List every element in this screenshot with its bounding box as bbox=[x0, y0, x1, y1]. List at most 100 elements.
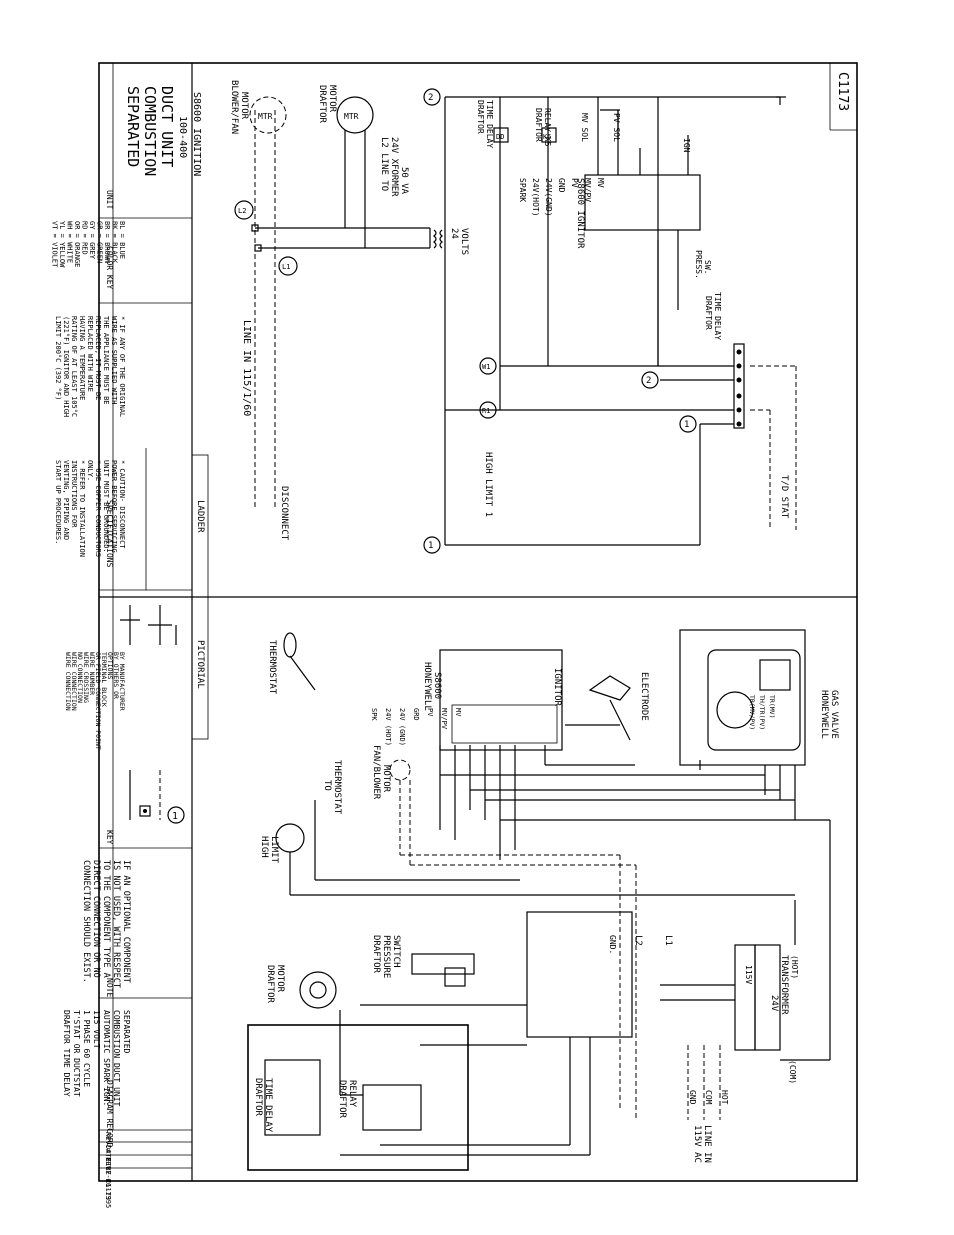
ladder-draftor-td-1: DRAFTOR bbox=[704, 296, 713, 330]
svg-text:2: 2 bbox=[428, 93, 433, 103]
record-line-3: 115 VOLT bbox=[92, 1010, 101, 1049]
key-entry-7: NO CONNECTION bbox=[76, 652, 84, 703]
pict-fan-motor-2: MOTOR bbox=[381, 765, 391, 793]
pict-high-limit-1: HIGH bbox=[259, 836, 269, 858]
pict-strip-l1: L1 bbox=[663, 935, 673, 946]
key-entry-3: TERMINAL BLOCK bbox=[100, 652, 108, 707]
ladder-disconnect: DISCONNECT bbox=[279, 486, 289, 541]
pict-transformer-1: 24V bbox=[769, 995, 779, 1012]
pict-line-in-2: LINE IN bbox=[702, 1125, 712, 1163]
pict-s8600-term-4: 24V (GND) bbox=[398, 708, 406, 746]
ladder-td-stat: T/D STAT bbox=[779, 475, 789, 519]
ladder-blower-motor-2: MOTOR bbox=[239, 92, 249, 120]
color-key-entry-6: OR = ORANGE bbox=[73, 221, 81, 267]
ladder-ign-term-0: MV bbox=[596, 178, 605, 188]
record-line-4: 1 PHASE 60 CYCLE bbox=[82, 1010, 91, 1087]
pict-fan-motor-1: FAN/BLOWER bbox=[371, 745, 381, 800]
ladder-draftor-motor-2: MOTOR bbox=[327, 85, 337, 113]
ladder-press-sw-1: PRESS. bbox=[694, 250, 703, 279]
ladder-relay-1: DRAFTOR bbox=[534, 108, 543, 142]
spec-right-line-5: HAVING A TEMPERATURE bbox=[78, 316, 86, 400]
ladder-ign-term-5: 24V(HOT) bbox=[531, 178, 540, 217]
pict-to-thermostat-1: TO bbox=[322, 780, 332, 791]
color-key-entry-3: GR = GREEN bbox=[96, 221, 104, 263]
spec-left-line-0: * CAUTION- DISCONNECT bbox=[118, 460, 126, 549]
key-entry-8: WIRE CONNECTION bbox=[70, 652, 78, 711]
draftor-motor-mtr: MTR bbox=[344, 112, 359, 121]
ladder-xformer-2: 24V XFORMER bbox=[389, 137, 399, 197]
pict-to-thermostat-2: THERMOSTAT bbox=[332, 760, 342, 815]
ladder-volts-1: 24 bbox=[449, 228, 459, 239]
key-entry-9: WIRE CONNECTION bbox=[64, 652, 72, 711]
ladder-ign-term-2: PV bbox=[570, 178, 579, 188]
ladder-ign-term-4: 24V(GND) bbox=[544, 178, 553, 217]
key-entry-4: OR FIELD CONNECTION POINT bbox=[94, 652, 102, 750]
ladder-blower-motor-1: BLOWER/FAN bbox=[229, 80, 239, 134]
specifications-label: SPECIFICATIONS bbox=[105, 500, 114, 568]
pict-s8600-term-1: MV/PV bbox=[440, 708, 448, 730]
color-key-entry-4: GY = GREY bbox=[88, 221, 96, 260]
ladder-mv-sol: MV SOL bbox=[580, 113, 589, 142]
pict-transformer-hot: (HOT) bbox=[790, 955, 799, 979]
spec-left-line-7: VENTING, PIPING AND bbox=[62, 460, 70, 540]
key-entry-5: WIRE NUMBER bbox=[88, 652, 96, 695]
svg-text:L2: L2 bbox=[238, 207, 246, 215]
spec-right-line-2: THE APPLIANCE MUST BE bbox=[102, 316, 110, 405]
ladder-diagram: L2 L1 MTR MTR 2 1 DD K5 bbox=[229, 80, 797, 554]
pict-s8600-1: HONEYWELL bbox=[422, 662, 432, 711]
ladder-volts-2: VOLTS bbox=[459, 228, 469, 255]
ladder-label: LADDER bbox=[195, 500, 205, 533]
pict-pressure-switch-2: PRESSURE bbox=[381, 935, 391, 978]
pict-hot: HOT bbox=[720, 1090, 729, 1105]
ladder-ign-term-3: GND bbox=[557, 178, 566, 193]
ladder-draftor-td-2: TIME DELAY bbox=[713, 292, 722, 340]
pict-draftor-relay-2: RELAY bbox=[347, 1080, 357, 1108]
ladder-ignitor: S8600 IGNITOR bbox=[575, 178, 585, 249]
pict-s8600-term-5: 24V (HOT) bbox=[384, 708, 392, 746]
color-key-entry-2: BR = BROWN bbox=[103, 221, 111, 263]
pict-strip-gnd: GND. bbox=[608, 935, 617, 954]
unit-label: UNIT bbox=[105, 190, 114, 209]
unit-title-1: SEPARATED bbox=[124, 86, 142, 167]
color-key-entry-7: WH = WHITE bbox=[66, 221, 74, 263]
svg-text:1: 1 bbox=[684, 420, 689, 430]
pict-transformer-com: (COM) bbox=[788, 1060, 797, 1084]
ladder-time-delay-1: DRAFTOR bbox=[476, 100, 485, 134]
pict-gv-term-1: TH/TR(PV) bbox=[758, 695, 766, 730]
key-entry-2: OPTIONS bbox=[106, 652, 114, 679]
key-entry-0: BY MANUFACTURER bbox=[118, 652, 126, 711]
color-key-entry-5: RD = RED bbox=[81, 221, 89, 255]
record-line-1: COMBUSTION DUCT UNIT bbox=[112, 1010, 121, 1107]
ladder-press-sw-2: SW. bbox=[703, 260, 712, 274]
ladder-pv-sol: PV SOL bbox=[612, 113, 621, 142]
spec-right-line-8: LIMIT 200°C (392 °F) bbox=[54, 316, 62, 400]
svg-text:R1: R1 bbox=[482, 407, 490, 415]
pict-gv-term-2: TR(MV/PV) bbox=[748, 695, 756, 730]
spec-right-line-6: RATING OF AT LEAST 105°C bbox=[70, 316, 78, 417]
spec-right-line-3: REPLACED, IT MUST BE bbox=[94, 316, 102, 400]
pict-pressure-switch-3: SWITCH bbox=[391, 935, 401, 968]
pict-draftor-relay-1: DRAFTOR bbox=[337, 1080, 347, 1119]
pict-draftor-motor-2: MOTOR bbox=[275, 965, 285, 993]
pict-gnd: GND bbox=[688, 1090, 697, 1105]
pict-s8600-term-0: MV bbox=[454, 708, 462, 717]
pict-time-delay-1: DRAFTOR bbox=[253, 1078, 263, 1117]
svg-text:DD: DD bbox=[496, 133, 504, 141]
record-line-6: DRAFTOR TIME DELAY bbox=[62, 1010, 71, 1097]
ladder-high-limit: HIGH LIMIT 1 bbox=[483, 452, 493, 517]
spec-left-line-4: ONLY. bbox=[86, 460, 94, 481]
drawing-number: C1173 bbox=[835, 72, 850, 111]
ladder-ign-term-1: MV/PV bbox=[583, 178, 592, 202]
pict-strip-l2: L2 bbox=[633, 935, 643, 946]
svg-text:L1: L1 bbox=[282, 263, 290, 271]
key-label: KEY bbox=[105, 830, 114, 845]
spec-left-line-6: INSTRUCTIONS FOR bbox=[70, 460, 78, 528]
svg-text:1: 1 bbox=[428, 541, 433, 551]
spec-left-line-8: START UP PROCEDURES. bbox=[54, 460, 62, 544]
pict-com: COM bbox=[704, 1090, 713, 1105]
ladder-draftor-motor-1: DRAFTOR bbox=[317, 85, 327, 124]
pict-s8600-2: S8600 bbox=[432, 672, 442, 699]
pict-s8600-term-2: PV bbox=[426, 708, 434, 717]
pict-transformer-2: TRANSFORMER bbox=[779, 955, 789, 1015]
